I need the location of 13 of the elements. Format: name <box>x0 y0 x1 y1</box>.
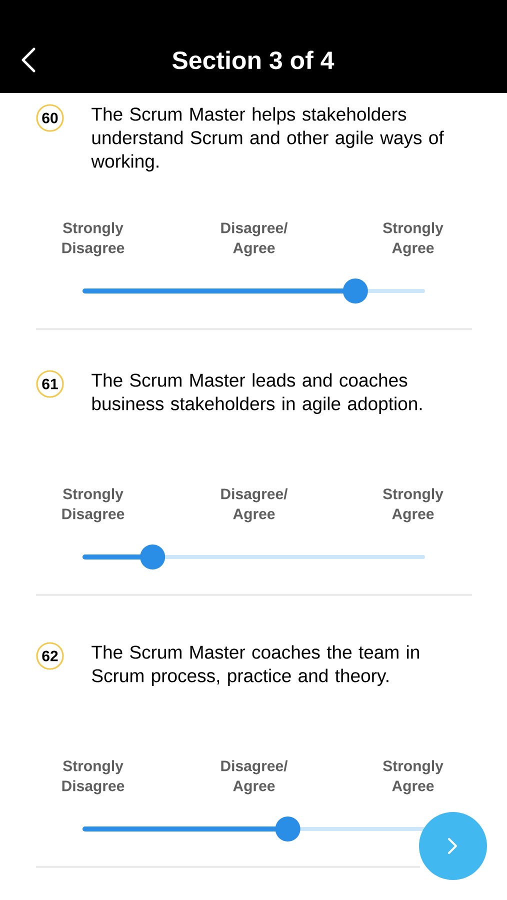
screen-title: Section 3 of 4 <box>172 50 334 70</box>
scale-label: Strongly Agree <box>383 222 444 256</box>
number-badge: 62 <box>36 642 64 670</box>
scale-label: Disagree/ Agree <box>221 488 288 522</box>
scale-label: Strongly Disagree <box>62 760 124 794</box>
next-button <box>419 812 487 880</box>
scale-label: Disagree/ Agree <box>221 222 288 256</box>
number-badge: 60 <box>36 104 64 132</box>
number-badge: 61 <box>36 370 64 398</box>
scale-label: Disagree/ Agree <box>221 760 288 794</box>
scale-label: Strongly Agree <box>383 488 444 522</box>
scale-label: Strongly Disagree <box>62 488 124 522</box>
scale-label: Strongly Disagree <box>62 222 124 256</box>
